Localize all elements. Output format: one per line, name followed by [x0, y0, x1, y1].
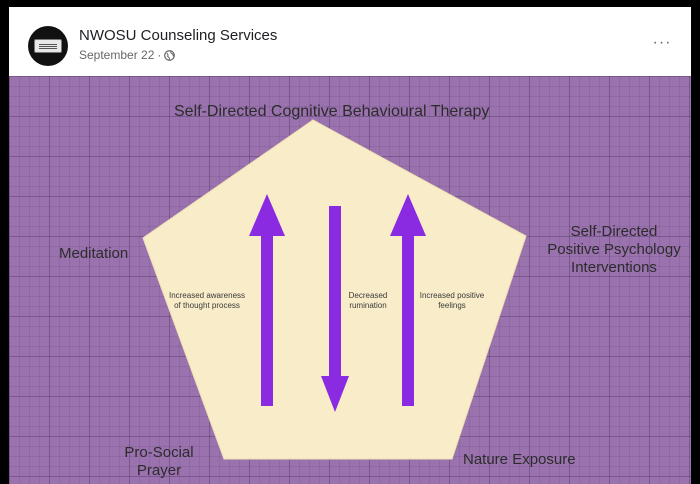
label-right-line3: Interventions [571, 259, 657, 276]
arrow-label-right-line2: feelings [438, 301, 466, 310]
label-left: Meditation [59, 245, 129, 262]
post-date-link[interactable]: September 22 [79, 48, 155, 62]
label-top: Self-Directed Cognitive Behavioural Ther… [174, 103, 490, 120]
label-right-line2: Positive Psychology [547, 241, 681, 258]
diagram-graphic [142, 119, 527, 460]
arrow-label-right-line1: Increased positive [419, 291, 485, 300]
arrow-label-right: Increased positive feelings [414, 291, 490, 311]
down-arrow-middle [321, 206, 349, 412]
up-arrow-right [390, 194, 426, 406]
post-image[interactable]: Self-Directed Cognitive Behavioural Ther… [9, 76, 691, 484]
arrow-label-left: Increased awareness of thought process [165, 291, 249, 311]
arrow-label-left-line2: of thought process [174, 301, 240, 310]
arrow-label-middle: Decreased rumination [343, 291, 393, 311]
facebook-post: NWOSU Counseling Services September 22 ·… [9, 7, 691, 484]
more-options-button[interactable]: ··· [647, 31, 677, 55]
arrow-label-middle-line1: Decreased [348, 291, 388, 300]
post-header: NWOSU Counseling Services September 22 ·… [9, 7, 691, 77]
arrow-label-left-line1: Increased awareness [168, 291, 246, 300]
page-name-link[interactable]: NWOSU Counseling Services [79, 27, 278, 44]
label-right-line1: Self-Directed [570, 223, 658, 240]
label-bottom-right: Nature Exposure [463, 451, 576, 468]
label-right: Self-Directed Positive Psychology Interv… [539, 223, 689, 277]
up-arrow-left [249, 194, 285, 406]
post-meta: September 22 · [79, 48, 176, 62]
page-avatar[interactable] [28, 26, 68, 66]
arrow-label-middle-line2: rumination [349, 301, 387, 310]
more-icon: ··· [652, 34, 672, 51]
avatar-logo [34, 39, 62, 53]
globe-icon [164, 49, 176, 61]
label-bottom-left-line1: Pro-Social [124, 444, 194, 461]
meta-separator: · [157, 48, 162, 62]
label-bottom-left: Pro-Social Prayer [109, 444, 209, 480]
label-bottom-left-line2: Prayer [136, 462, 182, 479]
